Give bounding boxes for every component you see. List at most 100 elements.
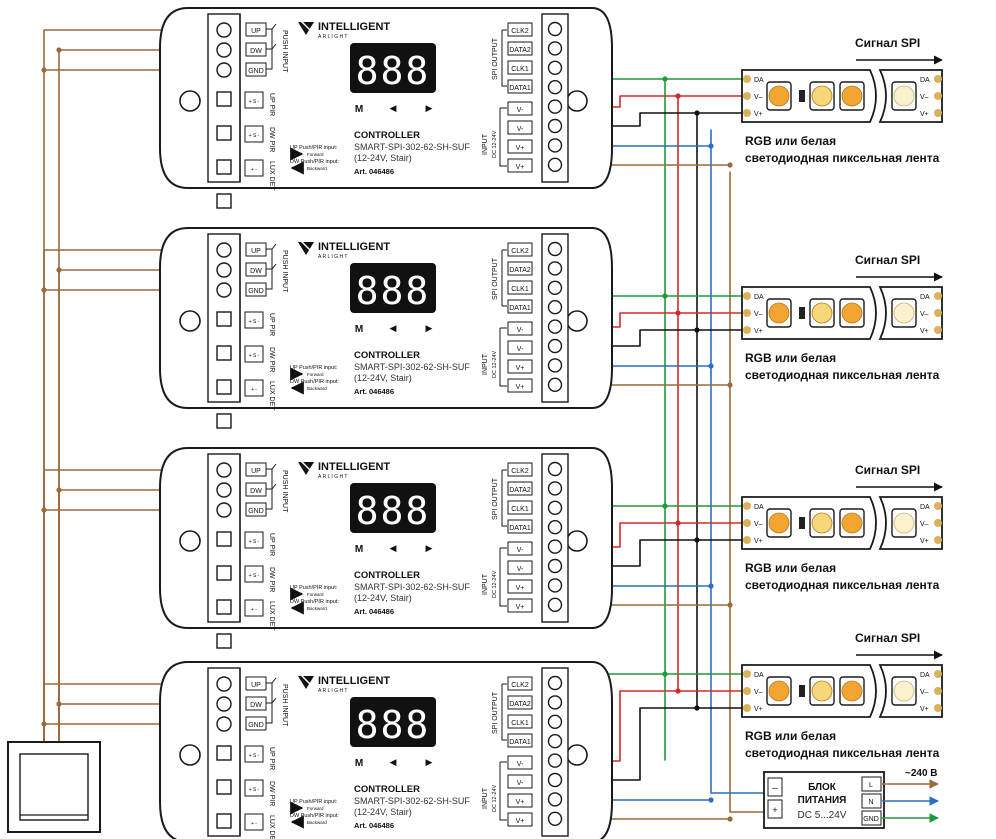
logo-icon xyxy=(298,676,314,689)
pin-pad xyxy=(934,502,942,510)
input-terminal-label: V- xyxy=(517,761,524,768)
input-terminal-label: V+ xyxy=(516,818,525,825)
sensor-pin-label: + S - xyxy=(249,319,260,325)
spi-terminal-label: DATA2 xyxy=(509,47,531,54)
junction-dot xyxy=(662,503,668,509)
screw-terminal xyxy=(547,157,563,173)
screw-terminal xyxy=(547,597,563,612)
input-terminal-box xyxy=(507,598,533,613)
logo-icon-slash xyxy=(299,673,313,687)
screw-terminal xyxy=(547,358,563,373)
display-digits: 888 xyxy=(356,489,431,533)
sensor-socket xyxy=(216,91,232,107)
screw-terminal xyxy=(547,280,563,295)
screw-terminal xyxy=(547,41,563,56)
mount-hole xyxy=(179,310,201,332)
junction-dot xyxy=(675,520,681,526)
mount-hole xyxy=(566,90,588,112)
wall-switch[interactable] xyxy=(7,741,101,833)
mount-hole xyxy=(179,90,201,112)
legend-up: UP Push/PIR input: xyxy=(290,799,338,805)
input-bracket xyxy=(499,107,507,167)
pin-label: DA xyxy=(920,504,930,511)
input-terminal-label: V+ xyxy=(516,164,525,171)
led-icon xyxy=(768,680,790,702)
controller-body xyxy=(159,447,613,629)
mode-button: M xyxy=(355,324,363,335)
legend-backward: Backward xyxy=(307,606,327,611)
brand-sub: A R L I G H T xyxy=(318,34,347,40)
sensor-label: UP PIR xyxy=(268,533,275,556)
logo-icon-slash xyxy=(299,19,313,33)
controller-article: Art. 046486 xyxy=(354,821,394,830)
mode-button: M xyxy=(355,104,363,115)
pin-pad xyxy=(934,292,942,300)
input-bracket xyxy=(499,761,507,821)
spi-terminal-box xyxy=(507,733,533,748)
pin-pad xyxy=(743,326,751,334)
sensor-pin-box xyxy=(244,531,264,549)
screw-terminal xyxy=(547,539,563,554)
led-display xyxy=(350,263,436,313)
strip-caption-2: светодиодная пиксельная лента xyxy=(745,746,940,760)
spi-terminal-label: CLK2 xyxy=(511,468,529,475)
psu-terminal xyxy=(861,810,882,826)
input-terminal-label: V- xyxy=(517,547,524,554)
input-voltage-label: DC 12-24V xyxy=(492,784,498,812)
brand-name: INTELLIGENT xyxy=(318,461,390,473)
push-terminal-label: GND xyxy=(248,288,264,295)
sensor-socket xyxy=(216,565,232,581)
sensor-socket xyxy=(216,745,232,761)
screw-terminal xyxy=(547,753,563,768)
spi-terminal-label: CLK1 xyxy=(511,286,529,293)
sensor-label: LUX DET xyxy=(268,381,275,411)
right-button: ▶ xyxy=(426,103,433,113)
strip-caption-1: RGB или белая xyxy=(745,729,836,743)
screw-terminal xyxy=(547,377,563,392)
legend-backward: Backward xyxy=(307,166,327,171)
junction-dot xyxy=(662,671,668,677)
sensor-socket xyxy=(216,311,232,327)
input-voltage-label: DC 12-24V xyxy=(492,130,498,158)
pin-pad xyxy=(743,109,751,117)
legend-forward: Forward xyxy=(307,372,324,377)
pin-pad xyxy=(743,292,751,300)
strip-caption-2: светодиодная пиксельная лента xyxy=(745,368,940,382)
screw-terminal xyxy=(216,696,232,712)
push-terminal-label: DW xyxy=(250,488,262,495)
mode-button: M xyxy=(355,758,363,769)
pin-label: V+ xyxy=(920,538,929,545)
pin-pad xyxy=(934,519,942,527)
signal-label: Сигнал SPI xyxy=(855,463,920,477)
screw-terminal xyxy=(547,481,563,496)
sensor-pin-box xyxy=(244,779,264,797)
controller-voltage: (12-24V, Stair) xyxy=(354,373,412,383)
pin-pad xyxy=(743,92,751,100)
sensor-pin-box xyxy=(244,565,264,583)
junction-dot xyxy=(41,67,47,73)
sensor-pin-box xyxy=(244,379,264,397)
legend-backward: Backward xyxy=(307,386,327,391)
screw-terminal xyxy=(216,282,232,298)
controller-model: SMART-SPI-302-62-SH-SUF xyxy=(354,582,470,592)
push-input-label: PUSH INPUT xyxy=(281,470,288,513)
strip-caption-1: RGB или белая xyxy=(745,134,836,148)
sensor-pin-box xyxy=(244,159,264,177)
pin-pad xyxy=(934,326,942,334)
sensor-socket xyxy=(216,345,232,361)
pin-label: DA xyxy=(754,504,764,511)
spi-terminal-box xyxy=(507,79,533,94)
input-terminal-box xyxy=(507,101,533,116)
legend-dw: DW Push/PIR input: xyxy=(290,379,339,385)
led-icon xyxy=(811,680,833,702)
spi-terminal-label: CLK1 xyxy=(511,66,529,73)
sensor-socket xyxy=(216,531,232,547)
input-terminal-label: V- xyxy=(517,107,524,114)
spi-terminal-box xyxy=(507,41,533,56)
sensor-label: UP PIR xyxy=(268,747,275,770)
junction-dot xyxy=(41,507,47,513)
input-terminal-box xyxy=(507,774,533,789)
sensor-label: LUX DET xyxy=(268,601,275,631)
